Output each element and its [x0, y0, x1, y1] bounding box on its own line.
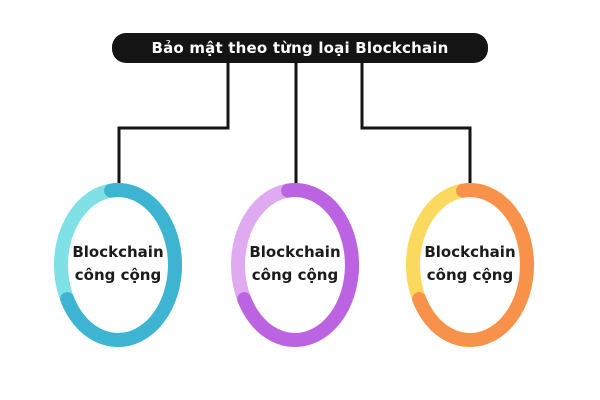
node-label-line2: công cộng — [426, 266, 514, 284]
node-label-line2: công cộng — [74, 266, 162, 284]
node-label-left: Blockchain công cộng — [53, 241, 183, 287]
ring-left-main-arc — [60, 183, 182, 347]
ring-center-main-arc — [237, 183, 359, 347]
node-label-right: Blockchain công cộng — [405, 241, 535, 287]
node-label-line1: Blockchain — [249, 243, 341, 261]
node-label-line1: Blockchain — [72, 243, 164, 261]
node-label-center: Blockchain công cộng — [230, 241, 360, 287]
diagram-title: Bảo mật theo từng loại Blockchain — [151, 39, 449, 57]
ring-right-main-arc — [412, 183, 534, 347]
connector-right — [360, 63, 472, 187]
node-label-line2: công cộng — [251, 266, 339, 284]
connector-left — [117, 63, 230, 187]
title-pill-shape — [112, 33, 488, 63]
node-label-line1: Blockchain — [424, 243, 516, 261]
